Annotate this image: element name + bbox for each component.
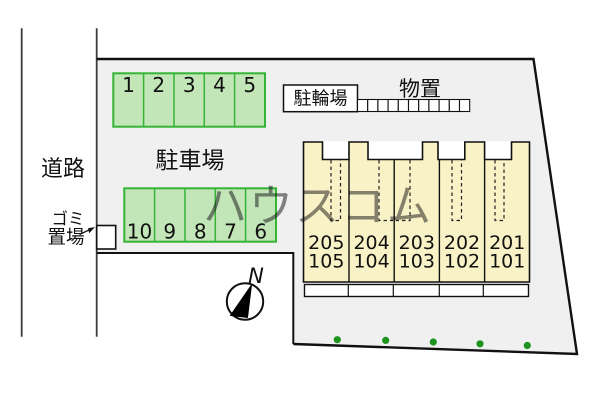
storage-cell — [377, 98, 389, 113]
storage-cell — [448, 98, 461, 113]
unit-label-lower: 101 — [489, 251, 525, 273]
building-entry-notches — [322, 141, 512, 160]
parking-space-number: 5 — [243, 73, 256, 97]
parking-row-top — [112, 72, 266, 128]
tree-dot — [523, 341, 531, 350]
storage-cell — [356, 98, 369, 113]
tree-dots — [333, 336, 531, 350]
storage-cell — [458, 98, 471, 113]
tree-dot — [382, 336, 390, 344]
storage-shed-row — [356, 98, 471, 113]
parking-lot-label: 駐車場 — [156, 148, 225, 174]
parking-space-number: 6 — [254, 220, 267, 244]
compass-needle — [229, 284, 252, 319]
unit-entry-dashed-paths — [330, 160, 505, 222]
parking-space-number: 10 — [127, 220, 152, 244]
unit-label-lower: 103 — [399, 251, 435, 273]
tree-dot — [476, 340, 484, 348]
garbage-arrow-icon — [88, 227, 95, 234]
storage-cell — [428, 98, 440, 113]
unit-label-upper: 204 — [353, 232, 389, 254]
storage-cell — [407, 98, 420, 113]
bicycle-parking-label: 駐輪場 — [294, 89, 348, 110]
storage-cell — [418, 98, 430, 113]
storage-cell — [387, 98, 399, 113]
bicycle-parking-box — [282, 84, 359, 113]
parking-bottom-numbers: 10 9 8 7 6 — [127, 220, 267, 244]
building-outline — [302, 141, 531, 283]
parking-space-number: 2 — [152, 73, 165, 97]
building — [302, 141, 531, 298]
balcony-row — [303, 283, 530, 298]
compass-icon — [225, 282, 265, 321]
building-unit-labels: 205 105 204 104 203 103 202 102 201 101 — [308, 232, 525, 273]
site-boundary-outer — [96, 57, 579, 356]
parking-row-bottom — [123, 187, 277, 243]
parking-space-number: 8 — [194, 220, 207, 244]
parking-row-bottom-dividers — [153, 188, 247, 242]
storage-label: 物置 — [399, 77, 441, 101]
parking-space-number: 1 — [122, 73, 135, 97]
parking-space-number: 9 — [163, 220, 176, 244]
unit-label-upper: 203 — [399, 232, 435, 254]
compass-north-label: N — [248, 264, 264, 288]
garbage-area-label: ゴミ 置場 — [47, 209, 84, 249]
parking-top-numbers: 1 2 3 4 5 — [122, 73, 256, 97]
unit-label-upper: 202 — [444, 232, 480, 254]
unit-label-upper: 205 — [308, 232, 344, 254]
road-label: 道路 — [41, 157, 85, 182]
watermark: ハウスコム — [203, 181, 433, 232]
garbage-label-line2: 置場 — [47, 228, 84, 249]
unit-label-lower: 102 — [444, 251, 480, 273]
building-unit-dividers — [348, 159, 486, 282]
unit-label-lower: 105 — [308, 251, 344, 273]
garbage-box — [95, 224, 117, 250]
storage-cell — [397, 98, 410, 113]
unit-label-upper: 201 — [489, 232, 525, 254]
tree-dot — [429, 338, 437, 346]
storage-cell — [438, 98, 450, 113]
unit-label-lower: 104 — [353, 251, 389, 273]
parking-space-number: 3 — [183, 73, 196, 97]
parking-row-bottom-outline — [123, 187, 277, 243]
tree-dot — [333, 336, 341, 344]
garbage-label-line1: ゴミ — [52, 209, 85, 229]
parking-row-top-outline — [112, 72, 266, 128]
parking-space-number: 7 — [224, 220, 237, 244]
parking-space-number: 4 — [213, 73, 226, 97]
balcony-dividers — [347, 284, 484, 297]
site-boundary-inner — [96, 252, 295, 344]
storage-cell — [367, 98, 379, 113]
parking-row-top-dividers — [142, 73, 236, 127]
